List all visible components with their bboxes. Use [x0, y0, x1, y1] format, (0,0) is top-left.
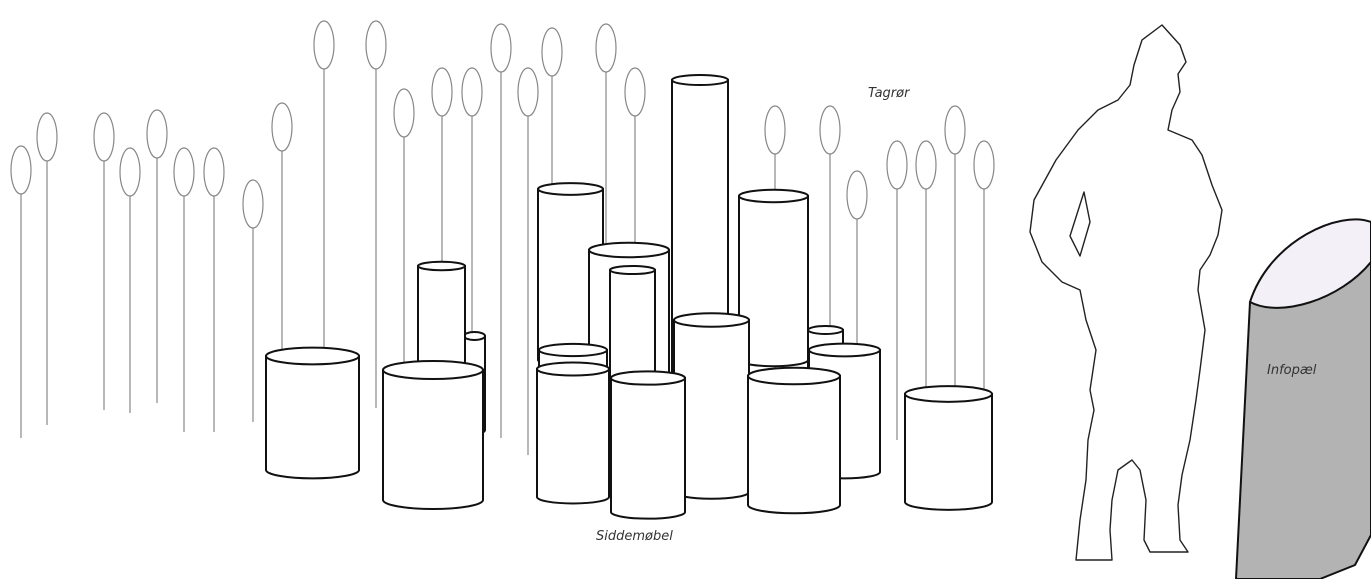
cylinder-top: [610, 370, 686, 386]
cylinder-body: [265, 355, 360, 480]
reed-head: [764, 105, 786, 155]
cylinder-top: [265, 346, 360, 366]
reed-head: [541, 27, 563, 77]
reed-head: [944, 105, 966, 155]
roof-reeds-group: [10, 20, 995, 455]
reed-head: [36, 112, 58, 162]
person-arm-gap: [1069, 191, 1091, 257]
reed-head: [173, 147, 195, 197]
reed-head: [595, 23, 617, 73]
cylinder-top: [904, 385, 993, 403]
reed-head: [819, 105, 841, 155]
cylinder-top: [538, 342, 608, 358]
cylinder-body: [536, 368, 610, 505]
seating-cylinder: [738, 188, 809, 368]
cylinder-top: [807, 325, 844, 335]
info-post-body: [1234, 220, 1371, 579]
reed-head: [915, 140, 937, 190]
reed-head: [624, 67, 646, 117]
cylinder-top: [417, 260, 466, 272]
reed-head: [846, 170, 868, 220]
reed-head: [313, 20, 335, 70]
reed-head: [119, 147, 141, 197]
cylinder-top: [673, 312, 750, 328]
cylinder-top: [382, 360, 484, 380]
cylinder-top: [588, 241, 670, 259]
cylinder-body: [610, 377, 686, 520]
reed-head: [461, 67, 483, 117]
cylinder-body: [747, 375, 841, 515]
seating-cylinder: [904, 385, 993, 511]
reed-head: [973, 140, 995, 190]
seating-label: Siddemøbel: [596, 529, 673, 544]
cylinder-top: [463, 331, 486, 341]
reed-head: [203, 147, 225, 197]
reed-head: [10, 145, 32, 195]
seating-cylinder: [747, 366, 841, 515]
cylinder-top: [671, 73, 729, 87]
reed-head: [242, 179, 264, 229]
cylinder-top: [536, 361, 610, 377]
reed-head: [146, 109, 168, 159]
cylinder-top: [738, 188, 809, 204]
info-post-label: Infopæl: [1267, 363, 1317, 378]
seating-cylinder: [382, 360, 484, 510]
person-silhouette-icon: [1029, 24, 1223, 561]
reed-head: [93, 112, 115, 162]
seating-cylinder: [265, 346, 360, 480]
reed-head: [517, 67, 539, 117]
cylinder-body: [382, 369, 484, 510]
reed-head: [490, 23, 512, 73]
cylinder-top: [537, 182, 604, 196]
reed-head: [431, 67, 453, 117]
cylinder-top: [747, 366, 841, 386]
seating-cylinders-group: [265, 73, 993, 520]
cylinder-top: [609, 264, 656, 276]
cylinder-body: [904, 393, 993, 511]
reed-head: [886, 140, 908, 190]
seating-cylinder: [536, 361, 610, 505]
seating-cylinder: [610, 370, 686, 520]
reed-head: [365, 20, 387, 70]
roof-reeds-label: Tagrør: [868, 86, 910, 101]
cylinder-top: [808, 342, 881, 358]
reed-head: [271, 102, 293, 152]
info-post-top: [1248, 218, 1371, 309]
reed-head: [393, 88, 415, 138]
